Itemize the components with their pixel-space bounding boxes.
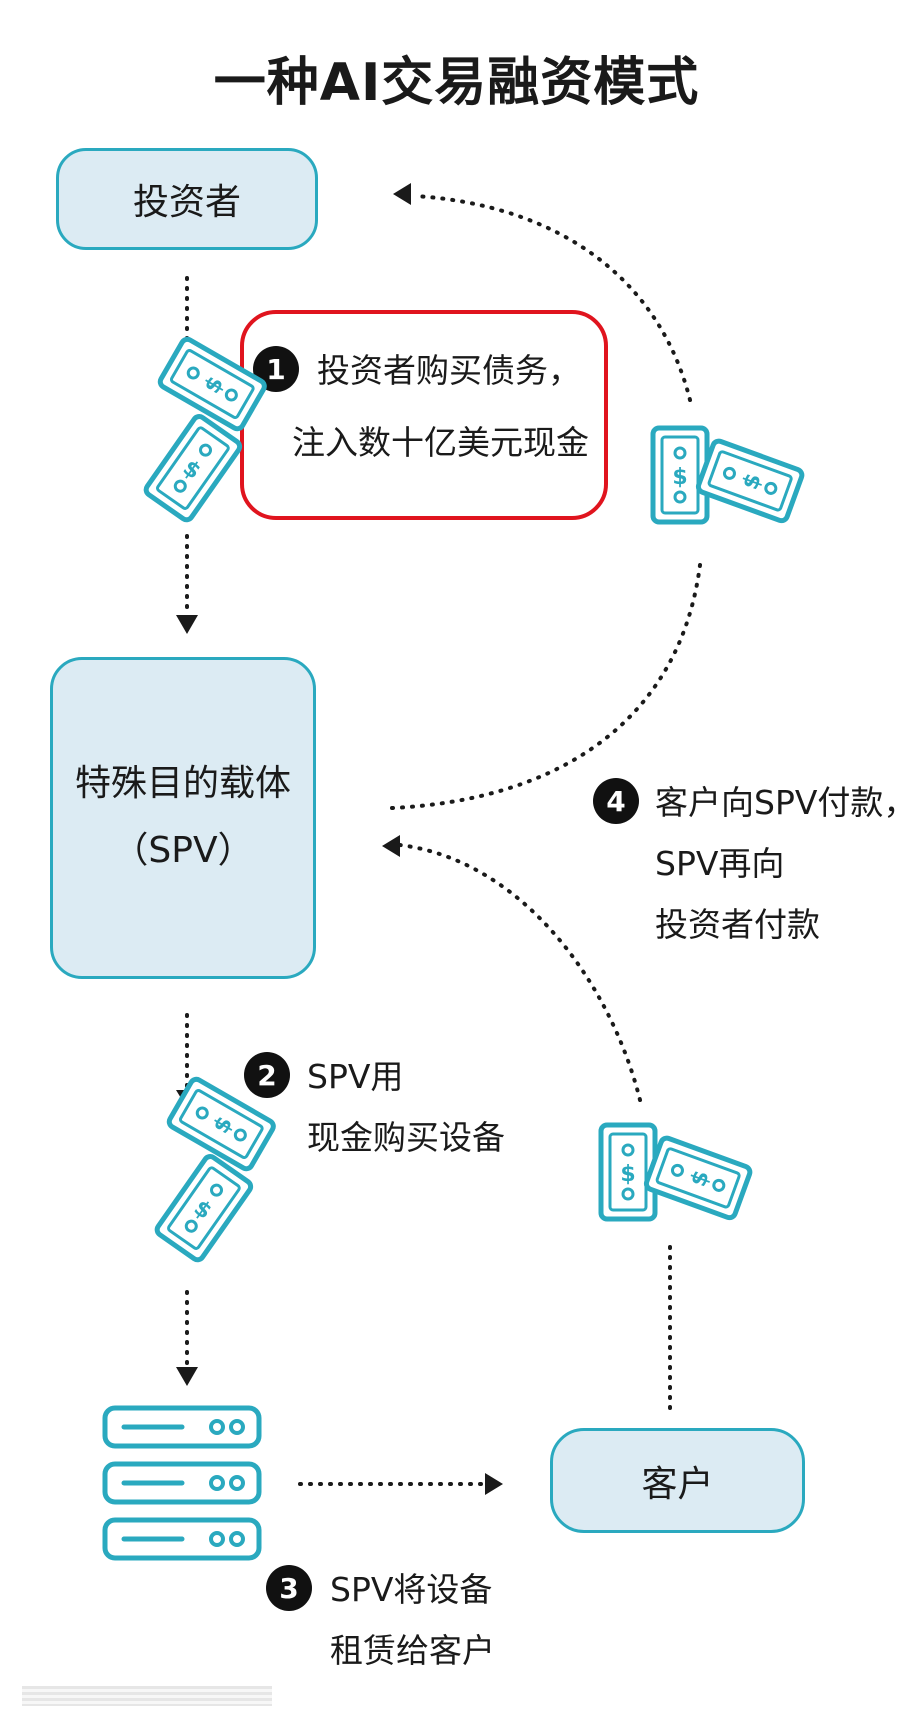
money-bills-icon-return-bottom — [601, 1125, 752, 1219]
spv-label-line1: 特殊目的载体 — [74, 763, 291, 805]
arrowhead-down-2 — [176, 615, 198, 634]
money-bills-icon-return-top — [653, 428, 804, 522]
footer-decoration — [22, 1686, 272, 1706]
investor-label: 投资者 — [132, 182, 241, 223]
step-4-line-1: 客户向SPV付款， — [655, 783, 913, 822]
diagram-title: 一种AI交易融资模式 — [213, 53, 700, 113]
investor-node: 投资者 — [56, 148, 318, 250]
arrowhead-left-investor — [393, 183, 411, 205]
step-1-highlight-frame — [240, 310, 608, 520]
money-bills-icon-step2 — [155, 1077, 276, 1262]
arrowhead-left-spv — [382, 835, 400, 857]
arrowhead-right-customer — [485, 1473, 503, 1495]
customer-label: 客户 — [641, 1463, 714, 1505]
step-4-text: 客户向SPV付款， SPV再向 投资者付款 — [655, 772, 913, 955]
step-3-line-2: 租赁给客户 — [330, 1631, 495, 1671]
step-4-badge: 4 — [593, 778, 639, 824]
step-1-line-1: 投资者购买债务， — [317, 351, 581, 390]
step-3-line-1: SPV将设备 — [330, 1570, 493, 1609]
step-4-line-3: 投资者付款 — [655, 905, 820, 945]
step-1-text: 投资者购买债务， — [317, 340, 581, 401]
step-2-text: SPV用 现金购买设备 — [307, 1046, 505, 1168]
arrowhead-down-4 — [176, 1367, 198, 1386]
step-1-text-cont: 注入数十亿美元现金 — [292, 412, 589, 473]
arrow-money-to-spv-return — [398, 843, 642, 1102]
step-4-line-2: SPV再向 — [655, 844, 785, 884]
step-3-badge: 3 — [266, 1565, 312, 1611]
customer-node: 客户 — [550, 1428, 805, 1533]
arrow-money-to-investor — [413, 194, 692, 402]
step-3-text: SPV将设备 租赁给客户 — [330, 1559, 495, 1681]
money-bills-icon — [144, 337, 267, 522]
spv-label-line2: （SPV） — [112, 830, 254, 871]
step-2-badge: 2 — [244, 1052, 290, 1098]
step-1-line-2: 注入数十亿美元现金 — [292, 423, 589, 462]
step-2-line-1: SPV用 — [307, 1057, 404, 1096]
server-rack-icon — [105, 1408, 259, 1558]
arrow-spv-to-money-top — [390, 563, 702, 810]
step-2-line-2: 现金购买设备 — [307, 1118, 505, 1158]
spv-node: 特殊目的载体 （SPV） — [50, 657, 316, 979]
